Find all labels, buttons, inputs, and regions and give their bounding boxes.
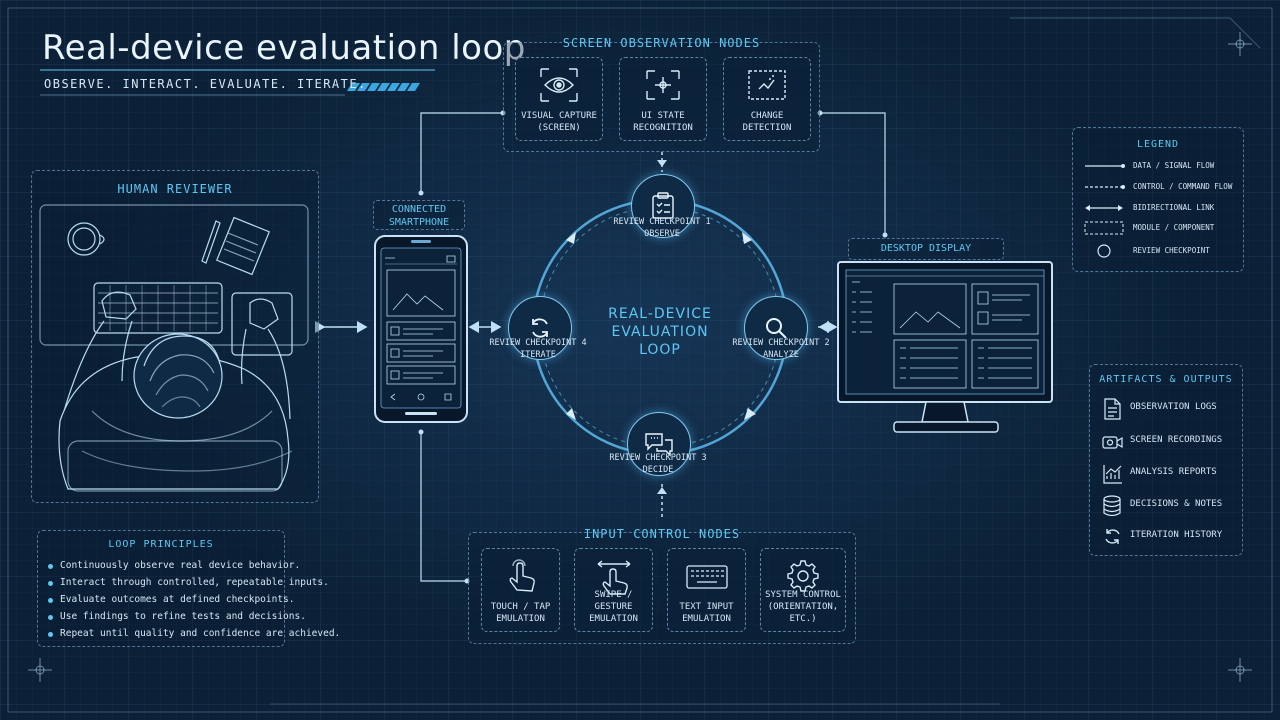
page-title: Real-device evaluation loop: [42, 28, 526, 68]
page-subtitle: OBSERVE. INTERACT. EVALUATE. ITERATE.: [44, 77, 367, 91]
review-checkpoint-4: [508, 296, 572, 360]
loop-center-label: REAL-DEVICE EVALUATION LOOP: [608, 306, 712, 358]
node-label: UI STATE RECOGNITION: [633, 111, 693, 133]
artifact-item: DECISIONS & NOTES: [1102, 495, 1222, 520]
principles-title: LOOP PRINCIPLES: [108, 539, 214, 550]
input-title: INPUT CONTROL NODES: [583, 527, 741, 541]
database-icon: [1103, 495, 1121, 517]
reviewer-illustration: [39, 204, 309, 492]
dashed-line-symbol: [1085, 185, 1125, 189]
keyboard-icon: [685, 565, 728, 589]
node-label: CHANGE DETECTION: [742, 111, 792, 133]
node-label: TEXT INPUT EMULATION: [679, 602, 734, 624]
crosshair-icon: [646, 70, 680, 100]
human-reviewer-title: HUMAN REVIEWER: [117, 182, 233, 196]
checkpoint-4-label: REVIEW CHECKPOINT 4 ITERATE: [489, 338, 587, 360]
principle-item: Evaluate outcomes at defined checkpoints…: [48, 594, 295, 605]
gear-icon: [787, 560, 819, 592]
circle-symbol: [1097, 244, 1111, 258]
observation-title: SCREEN OBSERVATION NODES: [562, 36, 761, 50]
text-input-node: TEXT INPUT EMULATION: [667, 548, 746, 632]
legend-title: LEGEND: [1136, 139, 1180, 150]
document-icon: [1104, 398, 1121, 420]
ui-state-recognition-node: UI STATE RECOGNITION: [619, 57, 707, 141]
smartphone-illustration: [374, 235, 468, 423]
legend-panel: LEGEND DATA / SIGNAL FLOW CONTROL / COMM…: [1072, 127, 1244, 272]
checkpoint-3-label: REVIEW CHECKPOINT 3 DECIDE: [609, 453, 707, 475]
refresh-icon: [532, 318, 548, 338]
input-control-panel: INPUT CONTROL NODES TOUCH / TAP EMULATIO…: [468, 527, 856, 644]
desktop-label: DESKTOP DISPLAY: [848, 238, 1004, 260]
checkpoint-1-label: REVIEW CHECKPOINT 1 OBSERVE: [613, 217, 711, 239]
node-label: SWIPE / GESTURE EMULATION: [589, 590, 638, 624]
artifacts-panel: ARTIFACTS & OUTPUTS OBSERVATION LOGS SCR…: [1089, 364, 1243, 556]
principle-item: Use findings to refine tests and decisio…: [48, 611, 306, 622]
desktop-monitor-illustration: [837, 261, 1053, 433]
principle-item: Interact through controlled, repeatable …: [48, 577, 329, 588]
chart-icon: [1103, 465, 1122, 484]
artifact-item: OBSERVATION LOGS: [1102, 398, 1217, 423]
human-reviewer-panel: HUMAN REVIEWER: [31, 170, 319, 503]
dashed-box-symbol: [1084, 221, 1124, 235]
swipe-gesture-node: SWIPE / GESTURE EMULATION: [574, 548, 653, 632]
swipe-hand-icon: [597, 560, 630, 595]
chat-bubbles-icon: [645, 433, 673, 457]
loop-principles-panel: LOOP PRINCIPLES Continuously observe rea…: [37, 530, 340, 647]
review-checkpoint-3: [627, 412, 691, 476]
artifact-item: ITERATION HISTORY: [1102, 526, 1222, 551]
artifact-item: ANALYSIS REPORTS: [1102, 463, 1217, 488]
double-arrow-symbol: [1085, 205, 1123, 211]
solid-line-symbol: [1085, 164, 1125, 168]
review-checkpoint-1: [631, 174, 695, 238]
checkpoint-2-label: REVIEW CHECKPOINT 2 ANALYZE: [732, 338, 830, 360]
touch-tap-node: TOUCH / TAP EMULATION: [481, 548, 560, 632]
magnifier-icon: [766, 318, 787, 339]
outer-frame: [7, 7, 1273, 713]
node-label: VISUAL CAPTURE (SCREEN): [521, 111, 597, 133]
change-detection-node: CHANGE DETECTION: [723, 57, 811, 141]
screen-observation-panel: SCREEN OBSERVATION NODES VISUAL CAPTURE …: [503, 36, 820, 152]
clipboard-icon: [652, 192, 674, 219]
system-control-node: SYSTEM CONTROL (ORIENTATION, ETC.): [760, 548, 846, 632]
smartphone-label: CONNECTED SMARTPHONE: [373, 200, 465, 230]
history-icon: [1105, 529, 1120, 544]
change-detection-icon: [748, 70, 786, 100]
principle-item: Continuously observe real device behavio…: [48, 560, 300, 571]
node-label: TOUCH / TAP EMULATION: [490, 602, 551, 624]
artifact-item: SCREEN RECORDINGS: [1102, 431, 1222, 456]
title-stripes: [347, 83, 420, 91]
review-checkpoint-2: [744, 296, 808, 360]
principle-item: Repeat until quality and confidence are …: [48, 628, 340, 639]
eye-icon: [540, 68, 578, 102]
artifacts-title: ARTIFACTS & OUTPUTS: [1099, 374, 1233, 385]
video-camera-icon: [1102, 436, 1123, 449]
tap-hand-icon: [509, 559, 535, 592]
node-label: SYSTEM CONTROL (ORIENTATION, ETC.): [765, 590, 841, 624]
visual-capture-node: VISUAL CAPTURE (SCREEN): [515, 57, 603, 141]
